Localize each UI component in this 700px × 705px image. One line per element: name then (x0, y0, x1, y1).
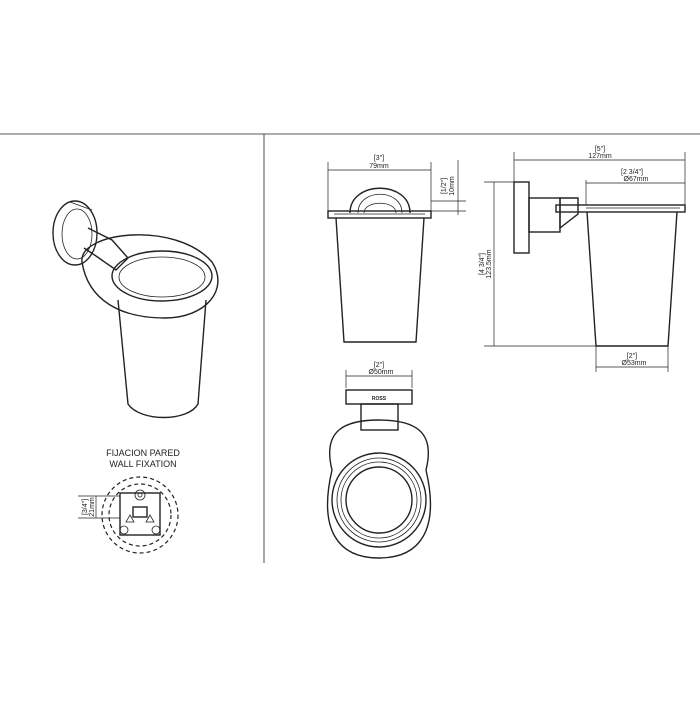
front-width-in: [3"] (374, 155, 384, 162)
side-rim-dia-in: [2 3/4"] (621, 169, 643, 176)
fixation-dim-in: [3/4"] (82, 499, 89, 515)
fixation-circle-inner (108, 483, 172, 547)
side-view: [5"] 127mm [2 3/4"] Ø67mm [4 3/4"] 123.5… (479, 146, 686, 372)
front-width-mm: 79mm (369, 163, 389, 170)
top-glass-opening (345, 466, 413, 534)
glass-rim (118, 256, 206, 298)
mounting-plate (119, 492, 161, 536)
top-brand-mark: ROSS (372, 396, 387, 402)
holder-ring-inner (111, 250, 213, 302)
screw-top (134, 489, 146, 501)
side-glass-body (586, 211, 678, 347)
side-height-in: [4 3/4"] (479, 253, 486, 275)
support-arm (83, 227, 129, 271)
top-arm-neck (360, 403, 399, 431)
fixation-circle-outer (101, 476, 179, 554)
side-rim-dia-mm: Ø67mm (624, 176, 649, 183)
side-height-mm: 123.5mm (486, 249, 493, 278)
front-wall-disc (349, 187, 411, 214)
wall-plate-outer (52, 200, 98, 266)
screw-right (151, 525, 161, 535)
side-wall-plate (513, 181, 530, 254)
front-glass-body (335, 217, 425, 343)
wall-fixation-detail: FIJACION PARED WALL FIXATION [3/4"] 21mm (78, 448, 180, 554)
side-bottom-dia-mm: Ø53mm (622, 360, 647, 367)
side-arm (528, 197, 561, 233)
top-ring-inner (340, 461, 418, 539)
top-holder-outline (326, 419, 432, 559)
side-bottom-dia-in: [2"] (627, 353, 637, 360)
screw-left (119, 525, 129, 535)
fixation-title-en: WALL FIXATION (109, 459, 176, 469)
front-rim-in: [1/2"] (441, 178, 448, 194)
fixing-clip (132, 506, 148, 518)
holder-ring-outer (81, 234, 219, 319)
fixation-dim-mm: 21mm (89, 497, 96, 517)
side-depth-mm: 127mm (588, 153, 612, 160)
perspective-view (52, 200, 219, 419)
side-rim (555, 204, 686, 213)
front-rim (327, 210, 432, 219)
front-view: [3"] 79mm [1/2"] 10mm (327, 155, 466, 343)
fixation-title-es: FIJACION PARED (106, 448, 180, 458)
side-depth-in: [5"] (595, 146, 605, 153)
top-view: [2"] Ø50mm ROSS (326, 362, 432, 559)
top-base-dia-mm: Ø50mm (369, 369, 394, 376)
top-ring-mid (336, 457, 422, 543)
wall-plate-inner (61, 208, 93, 260)
glass-body (117, 299, 207, 419)
front-rim-mm: 10mm (449, 176, 456, 196)
top-base-dia-in: [2"] (374, 362, 384, 369)
top-ring-outer (331, 452, 427, 548)
